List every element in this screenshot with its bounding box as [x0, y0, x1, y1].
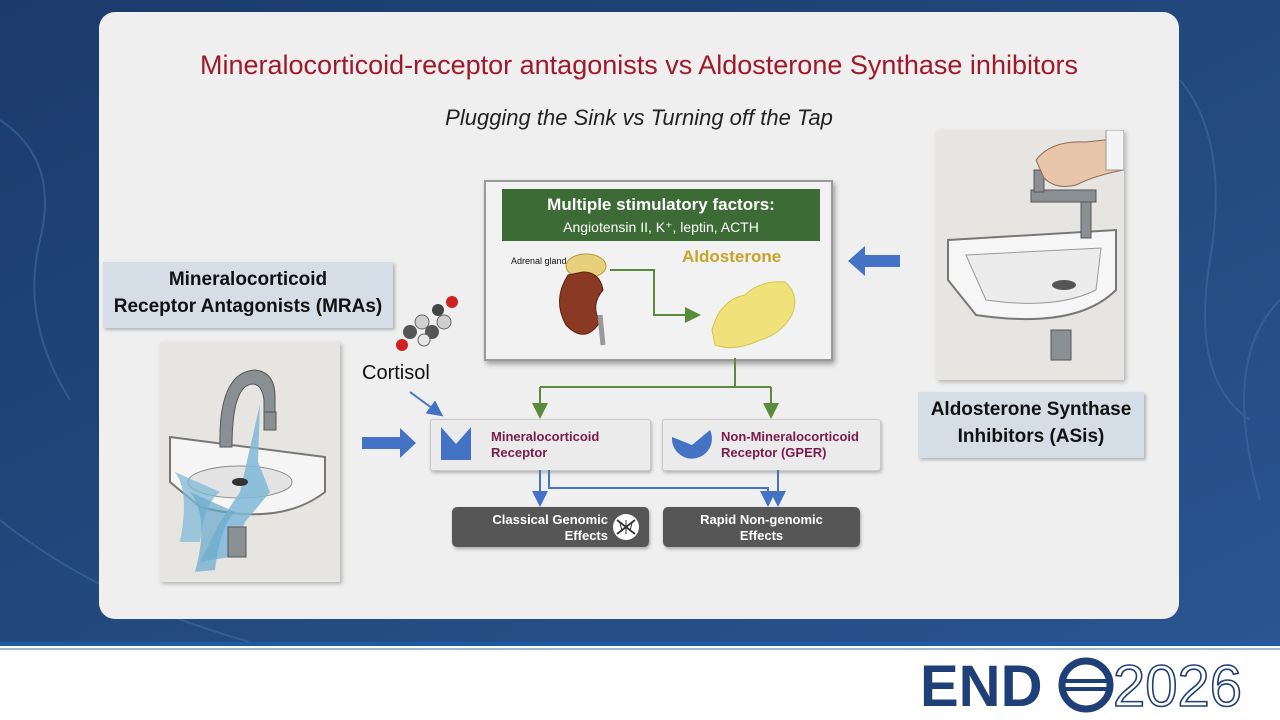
- genomic-line2: Effects: [564, 528, 608, 543]
- factors-list: Angiotensin II, K⁺, leptin, ACTH: [563, 219, 759, 235]
- aldosterone-label: Aldosterone: [682, 247, 782, 266]
- mr-line1: Mineralocorticoid: [491, 429, 600, 444]
- logo-globe-icon: [1058, 657, 1114, 713]
- rapid-non-genomic-effects-box: [663, 507, 860, 547]
- asi-label: Aldosterone Synthase Inhibitors (ASis): [918, 392, 1144, 458]
- mra-label-line2: Receptor Antagonists (MRAs): [113, 296, 383, 317]
- adrenal-gland-label: Adrenal gland: [511, 256, 567, 266]
- mra-label-line1: Mineralocorticoid: [168, 269, 328, 290]
- asi-label-line2: Inhibitors (ASis): [957, 426, 1105, 447]
- genomic-line1: Classical Genomic: [492, 512, 608, 527]
- logo-end-text: END: [920, 654, 1042, 718]
- rapid-line1: Rapid Non-genomic: [700, 512, 823, 527]
- endo-2026-logo: END 2026: [920, 653, 1243, 718]
- stimulatory-factors-banner: Multiple stimulatory factors: Angiotensi…: [502, 189, 820, 241]
- slide-subtitle: Plugging the Sink vs Turning off the Tap: [445, 105, 833, 130]
- mineralocorticoid-receptor-label: Mineralocorticoid Receptor: [491, 429, 599, 461]
- gper-receptor-label: Non-Mineralocorticoid Receptor (GPER): [721, 429, 859, 461]
- slide-title: Mineralocorticoid-receptor antagonists v…: [200, 50, 1078, 80]
- asi-label-line1: Aldosterone Synthase: [930, 399, 1132, 420]
- overflowing-sink-image: [160, 342, 340, 582]
- footer-line-secondary: [0, 648, 1280, 650]
- classical-genomic-effects-label: Classical Genomic Effects: [474, 512, 608, 544]
- footer-line-primary: [0, 642, 1280, 646]
- tap-turning-off-image: [936, 130, 1124, 380]
- logo-year-text: 2026: [1113, 654, 1242, 718]
- rapid-line2: Effects: [739, 528, 784, 543]
- rapid-non-genomic-effects-label: Rapid Non-genomic Effects: [663, 512, 860, 544]
- mra-label: Mineralocorticoid Receptor Antagonists (…: [103, 262, 393, 328]
- cortisol-label: Cortisol: [362, 362, 430, 384]
- gper-line1: Non-Mineralocorticoid: [721, 429, 859, 444]
- factors-title: Multiple stimulatory factors:: [547, 195, 775, 214]
- mr-line2: Receptor: [491, 445, 548, 460]
- gper-line2: Receptor (GPER): [721, 445, 827, 460]
